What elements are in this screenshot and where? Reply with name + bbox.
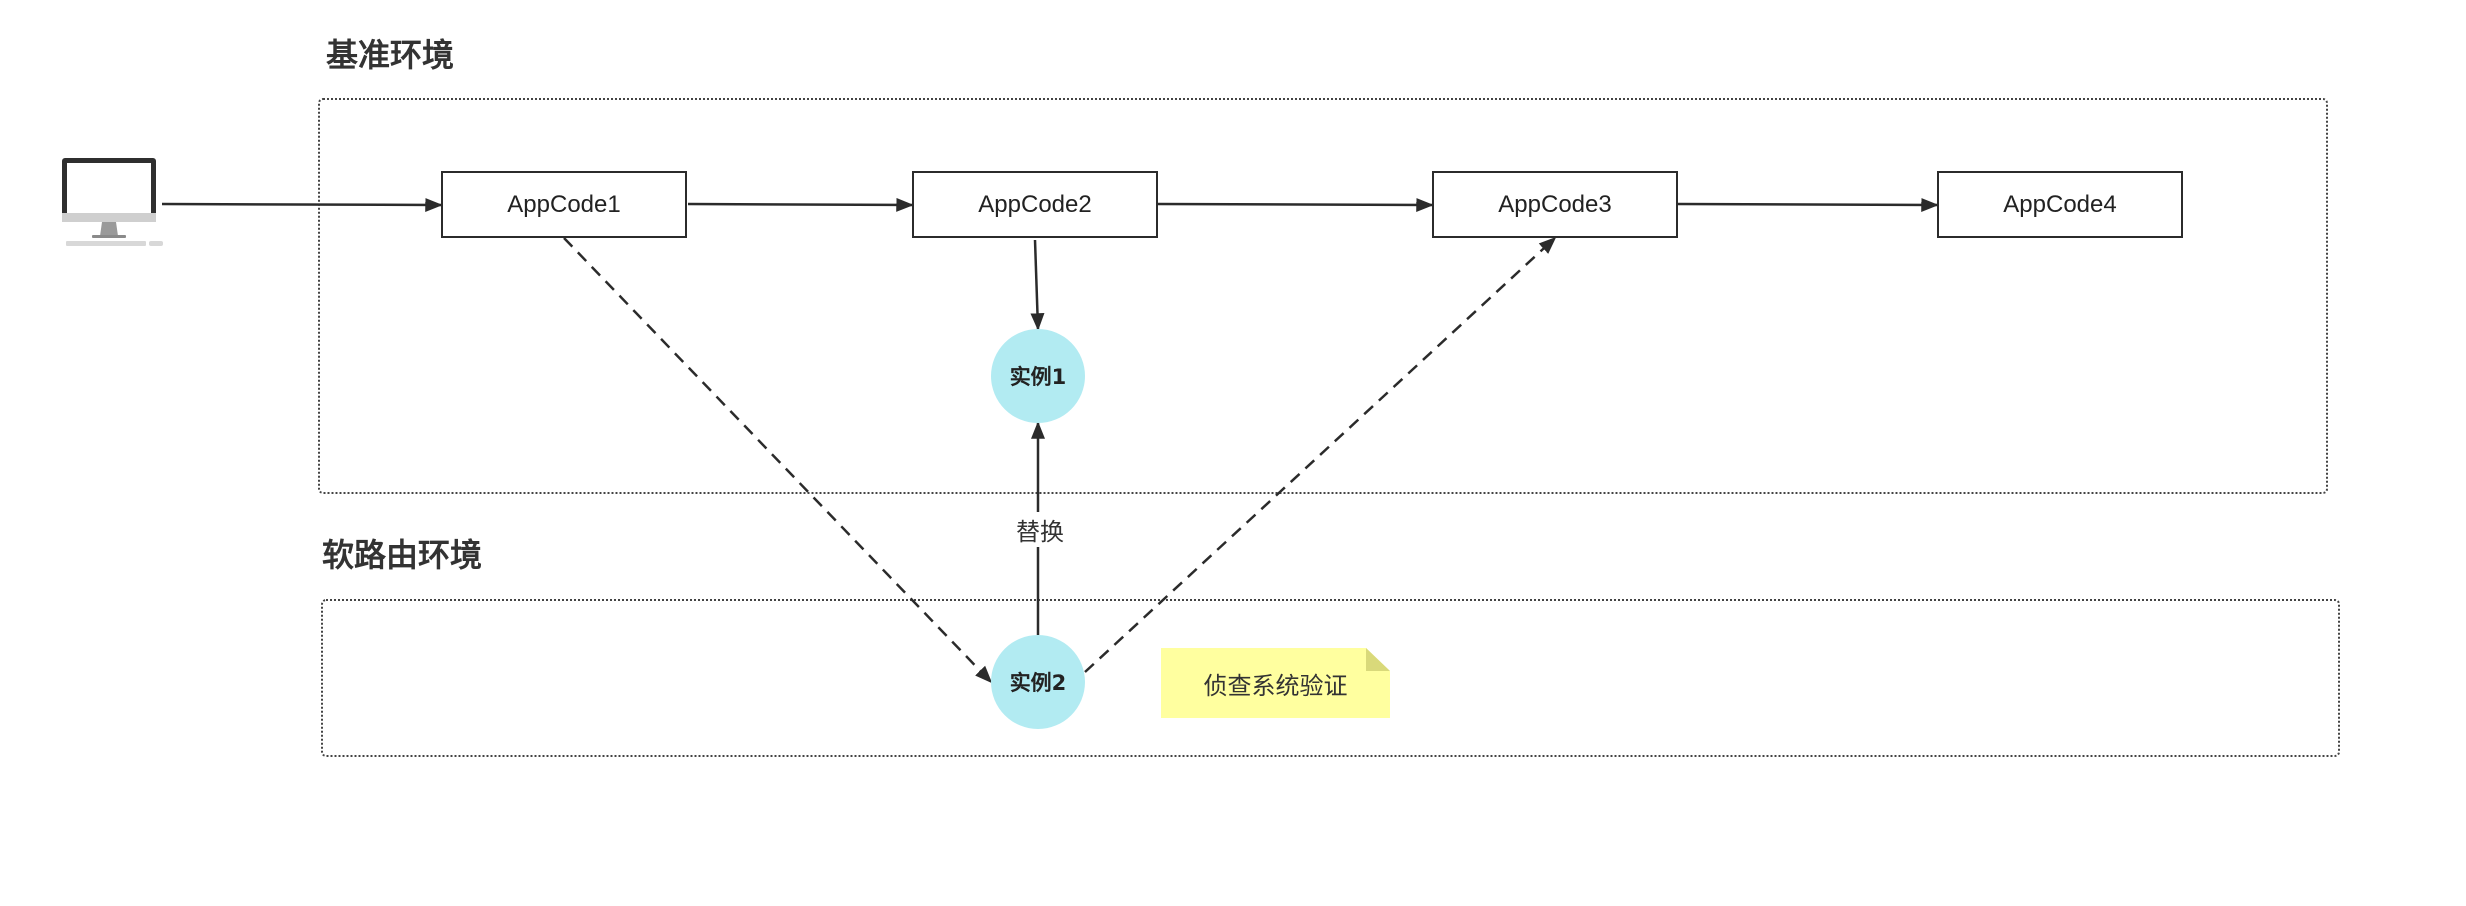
edge-appcode2-to-appcode3 <box>1157 197 1434 212</box>
service-node-appcode4[interactable]: AppCode4 <box>1937 171 2183 238</box>
sticky-note[interactable]: 侦查系统验证 <box>1161 648 1390 718</box>
instance-node-1[interactable]: 实例1 <box>991 329 1085 423</box>
edge-instance2-to-appcode3-dashed <box>1084 236 1557 673</box>
soft-route-environment-container <box>321 599 2340 757</box>
base-environment-title: 基准环境 <box>326 36 455 74</box>
replace-edge-label: 替换 <box>1012 512 1068 547</box>
soft-route-environment-title: 软路由环境 <box>322 536 483 574</box>
edge-appcode1-to-instance2-dashed <box>563 237 993 684</box>
base-environment-container <box>318 98 2328 494</box>
sticky-note-fold <box>1366 648 1390 671</box>
service-node-appcode1[interactable]: AppCode1 <box>441 171 687 238</box>
edge-client-to-appcode1 <box>161 197 443 212</box>
service-node-appcode2[interactable]: AppCode2 <box>912 171 1158 238</box>
edge-appcode1-to-appcode2 <box>687 197 914 212</box>
instance-node-2[interactable]: 实例2 <box>991 635 1085 729</box>
edge-appcode3-to-appcode4 <box>1677 197 1939 212</box>
desktop-computer-icon <box>62 158 163 246</box>
service-node-appcode3[interactable]: AppCode3 <box>1432 171 1678 238</box>
edge-appcode2-to-instance1 <box>1030 239 1045 331</box>
